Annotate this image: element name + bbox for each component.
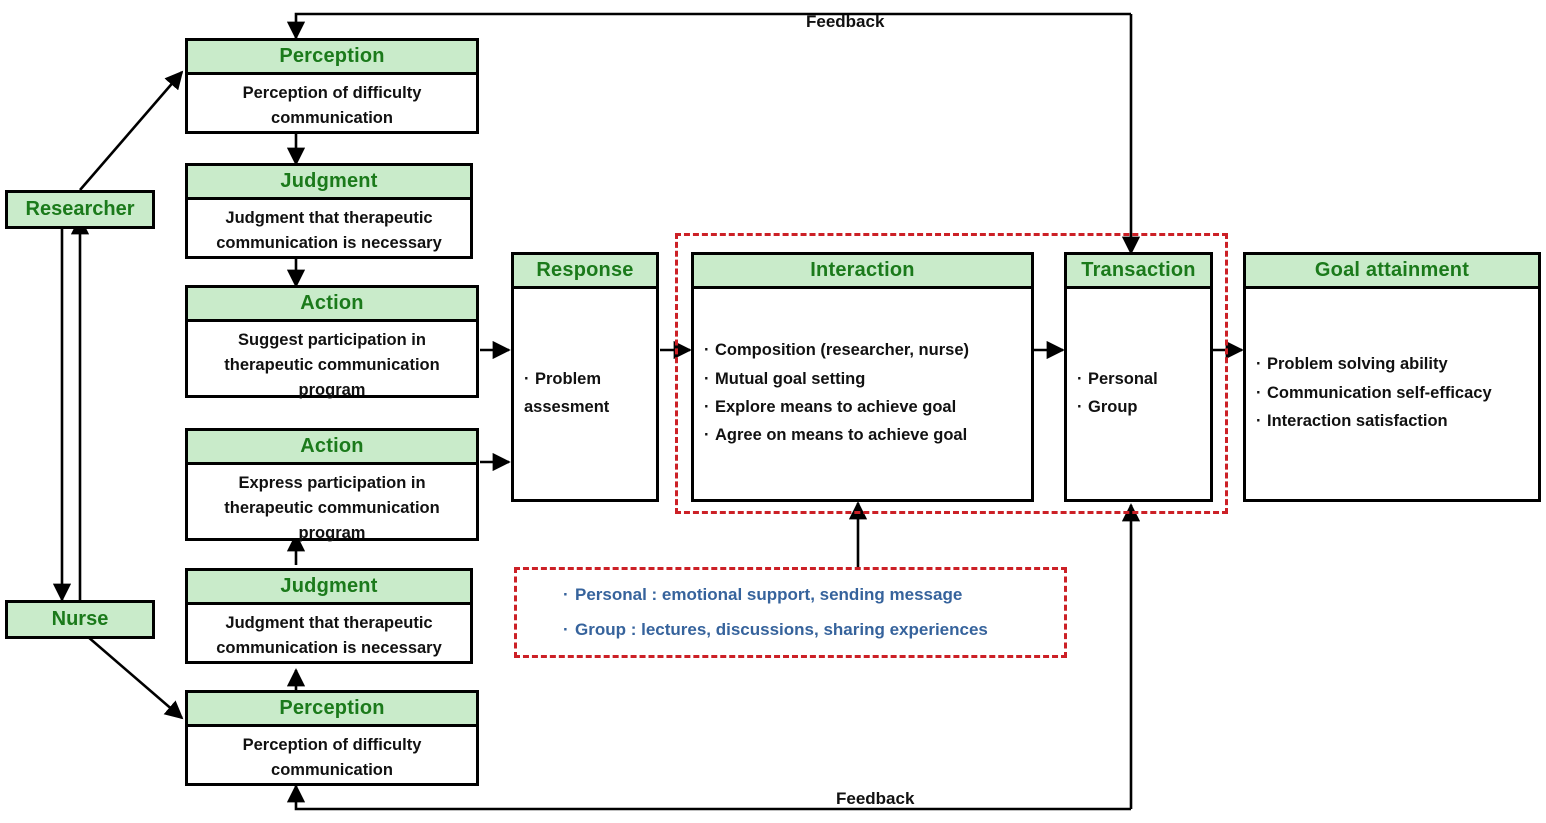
body-line: communication xyxy=(271,761,393,780)
node-body: Perception of difficulty communication xyxy=(188,75,476,137)
list-item: Interaction satisfaction xyxy=(1256,407,1528,435)
list-item: Problem solving ability xyxy=(1256,350,1528,378)
program-scope-frame xyxy=(675,233,1228,514)
node-title: Action xyxy=(188,431,476,465)
body-line: communication xyxy=(271,109,393,128)
node-title: Perception xyxy=(188,41,476,75)
list-item: Problem assesment xyxy=(524,365,646,422)
node-interaction[interactable]: Interaction Composition (researcher, nur… xyxy=(691,252,1034,502)
feedback-label-bottom: Feedback xyxy=(836,789,915,808)
body-line: communication is necessary xyxy=(216,639,442,658)
body-line: Judgment that therapeutic xyxy=(225,614,433,632)
body-line: Express participation in xyxy=(238,474,426,492)
list-item: Explore means to achieve goal xyxy=(704,393,1021,421)
actor-nurse[interactable]: Nurse xyxy=(5,600,155,639)
body-line: communication is necessary xyxy=(216,234,442,253)
node-title: Transaction xyxy=(1067,255,1210,289)
node-title: Response xyxy=(514,255,656,289)
body-line: Perception of difficulty xyxy=(242,736,422,754)
list-item: Composition (researcher, nurse) xyxy=(704,336,1021,364)
program-detail-line: Personal : emotional support, sending me… xyxy=(563,578,1064,613)
list-item: Personal xyxy=(1077,365,1200,393)
body-line: program xyxy=(298,524,366,543)
body-line: therapeutic communication xyxy=(224,356,440,375)
node-researcher-action[interactable]: Action Suggest participation in therapeu… xyxy=(185,285,479,399)
node-researcher-judgment[interactable]: Judgment Judgment that therapeutic commu… xyxy=(185,163,473,259)
body-line: Perception of difficulty xyxy=(242,84,422,102)
body-line: Suggest participation in xyxy=(238,331,426,349)
node-body: Suggest participation in therapeutic com… xyxy=(188,322,476,409)
node-researcher-perception[interactable]: Perception Perception of difficulty comm… xyxy=(185,38,479,134)
node-nurse-judgment[interactable]: Judgment Judgment that therapeutic commu… xyxy=(185,568,473,664)
node-body: Composition (researcher, nurse) Mutual g… xyxy=(694,289,1031,497)
node-body: Judgment that therapeutic communication … xyxy=(188,605,470,667)
node-body: Personal Group xyxy=(1067,289,1210,497)
list-item: Communication self-efficacy xyxy=(1256,379,1528,407)
node-title: Action xyxy=(188,288,476,322)
body-line: therapeutic communication xyxy=(224,499,440,518)
node-title: Perception xyxy=(188,693,476,727)
node-nurse-perception[interactable]: Perception Perception of difficulty comm… xyxy=(185,690,479,786)
actor-researcher[interactable]: Researcher xyxy=(5,190,155,229)
feedback-label-top: Feedback xyxy=(806,12,885,31)
node-title: Interaction xyxy=(694,255,1031,289)
list-item: Agree on means to achieve goal xyxy=(704,421,1021,449)
node-response[interactable]: Response Problem assesment xyxy=(511,252,659,502)
list-item: Group xyxy=(1077,393,1200,421)
list-item: Mutual goal setting xyxy=(704,365,1021,393)
node-title: Judgment xyxy=(188,571,470,605)
node-goal-attainment[interactable]: Goal attainment Problem solving ability … xyxy=(1243,252,1541,502)
node-title: Judgment xyxy=(188,166,470,200)
body-line: Judgment that therapeutic xyxy=(225,209,433,227)
node-body: Problem solving ability Communication se… xyxy=(1246,289,1538,497)
program-detail-box: Personal : emotional support, sending me… xyxy=(514,567,1067,658)
program-detail-line: Group : lectures, discussions, sharing e… xyxy=(563,613,1064,648)
body-line: program xyxy=(298,381,366,400)
node-body: Express participation in therapeutic com… xyxy=(188,465,476,552)
node-body: Perception of difficulty communication xyxy=(188,727,476,789)
node-nurse-action[interactable]: Action Express participation in therapeu… xyxy=(185,428,479,542)
node-transaction[interactable]: Transaction Personal Group xyxy=(1064,252,1213,502)
node-title: Goal attainment xyxy=(1246,255,1538,289)
node-body: Judgment that therapeutic communication … xyxy=(188,200,470,262)
node-body: Problem assesment xyxy=(514,289,656,497)
